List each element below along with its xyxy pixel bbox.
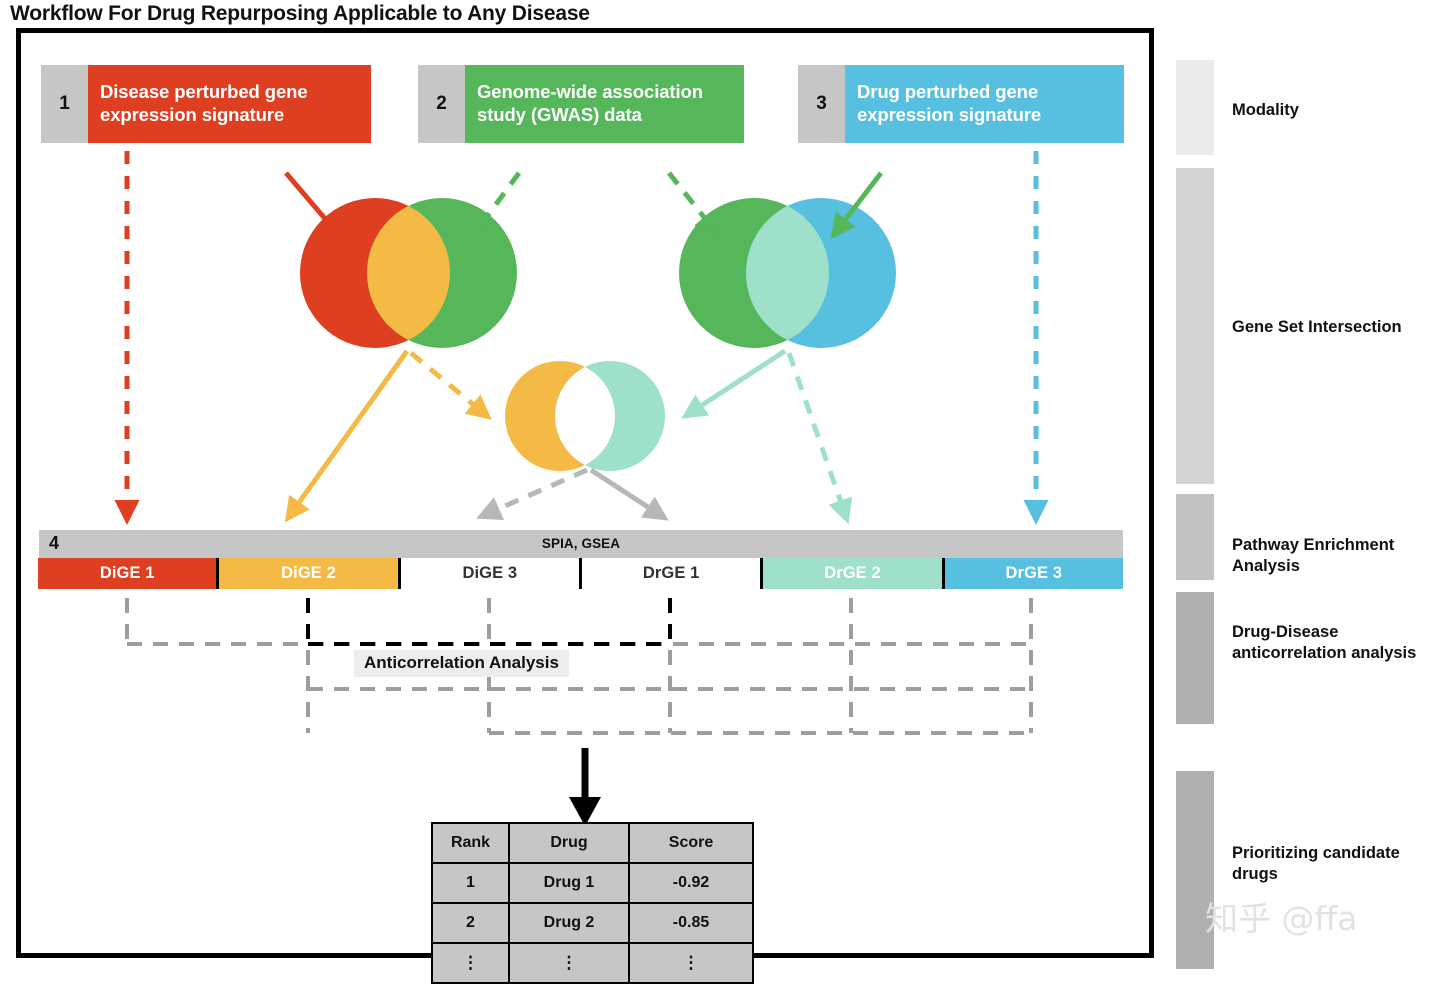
results-cell: ⋮	[431, 942, 510, 984]
arrow-drug-to-venn2	[830, 171, 883, 240]
workflow-frame: 1 Disease perturbed gene expression sign…	[16, 28, 1154, 984]
results-cell: 1	[431, 862, 510, 904]
input-box-3-label: Drug perturbed gene expression signature	[845, 65, 1124, 143]
step4-bar: 4 SPIA, GSEA	[39, 530, 1123, 558]
legend-label-2: Pathway Enrichment Analysis	[1232, 536, 1395, 575]
results-cell: Drug 2	[508, 902, 630, 944]
input-box-2-label: Genome-wide association study (GWAS) dat…	[465, 65, 744, 143]
diagram-graphics	[114, 151, 1049, 827]
step4-number: 4	[49, 533, 60, 553]
anticorrelation-label: Anticorrelation Analysis	[354, 650, 569, 677]
results-header-drug: Drug	[508, 822, 630, 864]
input-box-3-number: 3	[798, 65, 845, 143]
input-box-2[interactable]: 2 Genome-wide association study (GWAS) d…	[418, 65, 744, 143]
arrow-venn2-to-drge2	[786, 352, 853, 525]
legend-label-0: Modality	[1232, 101, 1299, 119]
results-header-rank: Rank	[431, 822, 510, 864]
results-cell: -0.85	[628, 902, 754, 944]
legend-label-4: Prioritizing candidate drugs	[1232, 844, 1400, 883]
legend-swatch-3	[1176, 592, 1214, 724]
results-cell: Drug 1	[508, 862, 630, 904]
gene-segment-drge-2[interactable]: DrGE 2	[761, 558, 944, 589]
results-cell: -0.92	[628, 862, 754, 904]
legend-swatch-1	[1176, 168, 1214, 484]
legend-swatch-2	[1176, 494, 1214, 580]
input-box-1-number: 1	[41, 65, 88, 143]
page-title: Workflow For Drug Repurposing Applicable…	[10, 2, 590, 25]
arrow-venn2-to-venn3	[681, 348, 787, 419]
gene-segment-dige-3[interactable]: DiGE 3	[398, 558, 581, 589]
input-box-1[interactable]: 1 Disease perturbed gene expression sign…	[41, 65, 371, 143]
watermark: 知乎 @ffa	[1205, 899, 1358, 938]
arrow-venn3-to-drge1	[589, 467, 669, 521]
input-box-3[interactable]: 3 Drug perturbed gene expression signatu…	[798, 65, 1124, 143]
results-table-row: ⋮⋮⋮	[431, 942, 754, 984]
step4-algorithms: SPIA, GSEA	[541, 536, 621, 551]
results-header-score: Score	[628, 822, 754, 864]
arrow-gwas-to-venn2	[667, 171, 720, 237]
arrow-venn3-to-dige3	[476, 467, 589, 521]
legend-label-3: Drug-Disease anticorrelation analysis	[1232, 623, 1417, 662]
results-cell: ⋮	[628, 942, 754, 984]
gene-segment-dige-2[interactable]: DiGE 2	[217, 558, 400, 589]
input-box-2-number: 2	[418, 65, 465, 143]
gwas-drug-venn	[679, 198, 896, 348]
arrow-gwas-to-venn1	[471, 171, 522, 238]
arrow-venn1-to-dige2	[284, 349, 410, 523]
input-box-1-label: Disease perturbed gene expression signat…	[88, 65, 371, 143]
legend-swatch-4	[1176, 771, 1214, 969]
results-cell: ⋮	[508, 942, 630, 984]
arrow-disease-to-venn1	[284, 171, 343, 239]
anticorrelation-network	[125, 598, 1033, 735]
gene-segment-drge-3[interactable]: DrGE 3	[942, 558, 1123, 589]
legend-swatch-0	[1176, 60, 1214, 155]
results-cell: 2	[431, 902, 510, 944]
gene-segment-dige-1[interactable]: DiGE 1	[38, 558, 219, 589]
legend-label-1: Gene Set Intersection	[1232, 318, 1402, 336]
digene-drgene-venn	[505, 361, 665, 471]
gene-segment-drge-1[interactable]: DrGE 1	[579, 558, 763, 589]
arrow-venn1-to-venn3	[409, 351, 492, 420]
